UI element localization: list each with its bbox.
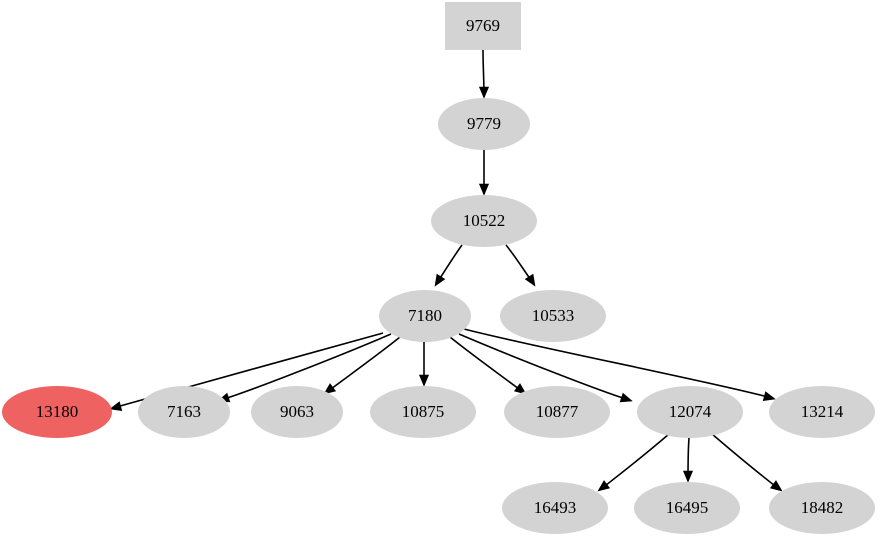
- edge-line: [458, 333, 630, 401]
- node-ellipse[interactable]: [370, 386, 476, 438]
- edge-line: [449, 336, 524, 393]
- graph-edge-10522-to-7180: [434, 244, 463, 287]
- graph-edge-7180-to-10875: [418, 342, 430, 387]
- graph-node-16493[interactable]: 16493: [502, 482, 608, 534]
- graph-node-10522[interactable]: 10522: [431, 195, 537, 247]
- graph-edge-10522-to-10533: [505, 244, 536, 287]
- edge-arrowhead-icon: [769, 480, 783, 492]
- node-ellipse[interactable]: [502, 482, 608, 534]
- edge-arrowhead-icon: [109, 401, 123, 411]
- node-ellipse[interactable]: [438, 98, 530, 150]
- graph-node-10877[interactable]: 10877: [504, 386, 610, 438]
- graph-edge-9769-to-9779: [478, 49, 490, 99]
- graph-node-12074[interactable]: 12074: [637, 386, 743, 438]
- node-rect[interactable]: [445, 2, 521, 50]
- node-ellipse[interactable]: [634, 482, 740, 534]
- graph-edge-9779-to-10522: [478, 149, 490, 196]
- node-ellipse[interactable]: [500, 290, 606, 342]
- node-ellipse[interactable]: [2, 386, 112, 438]
- edge-line: [711, 433, 780, 490]
- node-ellipse[interactable]: [769, 386, 875, 438]
- node-ellipse[interactable]: [769, 482, 875, 534]
- edge-line: [463, 328, 773, 399]
- edge-arrowhead-icon: [524, 273, 536, 287]
- edge-line: [112, 332, 384, 409]
- graph-edge-7180-to-10877: [449, 336, 527, 395]
- graph-node-7180[interactable]: 7180: [379, 290, 471, 342]
- graph-edge-12074-to-16495: [682, 437, 694, 483]
- node-ellipse[interactable]: [504, 386, 610, 438]
- graph-node-13180[interactable]: 13180: [2, 386, 112, 438]
- graph-node-9063[interactable]: 9063: [251, 386, 343, 438]
- edge-arrowhead-icon: [434, 273, 446, 287]
- graph-edge-7180-to-13214: [463, 328, 776, 401]
- graph-node-9769[interactable]: 9769: [445, 2, 521, 50]
- node-ellipse[interactable]: [251, 386, 343, 438]
- edge-arrowhead-icon: [682, 470, 694, 483]
- graph-node-16495[interactable]: 16495: [634, 482, 740, 534]
- graph-node-10875[interactable]: 10875: [370, 386, 476, 438]
- graph-node-13214[interactable]: 13214: [769, 386, 875, 438]
- graph-node-10533[interactable]: 10533: [500, 290, 606, 342]
- edge-arrowhead-icon: [323, 383, 337, 395]
- graph-edge-7180-to-12074: [458, 333, 633, 403]
- edge-line: [600, 433, 670, 490]
- node-ellipse[interactable]: [138, 386, 230, 438]
- edge-line: [220, 333, 392, 401]
- edge-arrowhead-icon: [513, 383, 527, 395]
- graph-node-18482[interactable]: 18482: [769, 482, 875, 534]
- edge-arrowhead-icon: [478, 86, 490, 99]
- edge-arrowhead-icon: [762, 391, 776, 401]
- graph-edge-7180-to-13180: [109, 332, 384, 411]
- edge-arrowhead-icon: [619, 392, 633, 403]
- edge-arrowhead-icon: [478, 183, 490, 196]
- graph-node-9779[interactable]: 9779: [438, 98, 530, 150]
- graph-edge-7180-to-9063: [323, 336, 401, 395]
- graph-edge-12074-to-18482: [711, 433, 783, 492]
- edge-line: [326, 336, 401, 393]
- edges-layer: [109, 49, 783, 492]
- edge-arrowhead-icon: [418, 374, 430, 387]
- graph-edge-12074-to-16493: [597, 433, 670, 492]
- node-ellipse[interactable]: [379, 290, 471, 342]
- graph-node-7163[interactable]: 7163: [138, 386, 230, 438]
- node-ellipse[interactable]: [637, 386, 743, 438]
- node-ellipse[interactable]: [431, 195, 537, 247]
- edge-arrowhead-icon: [597, 480, 611, 492]
